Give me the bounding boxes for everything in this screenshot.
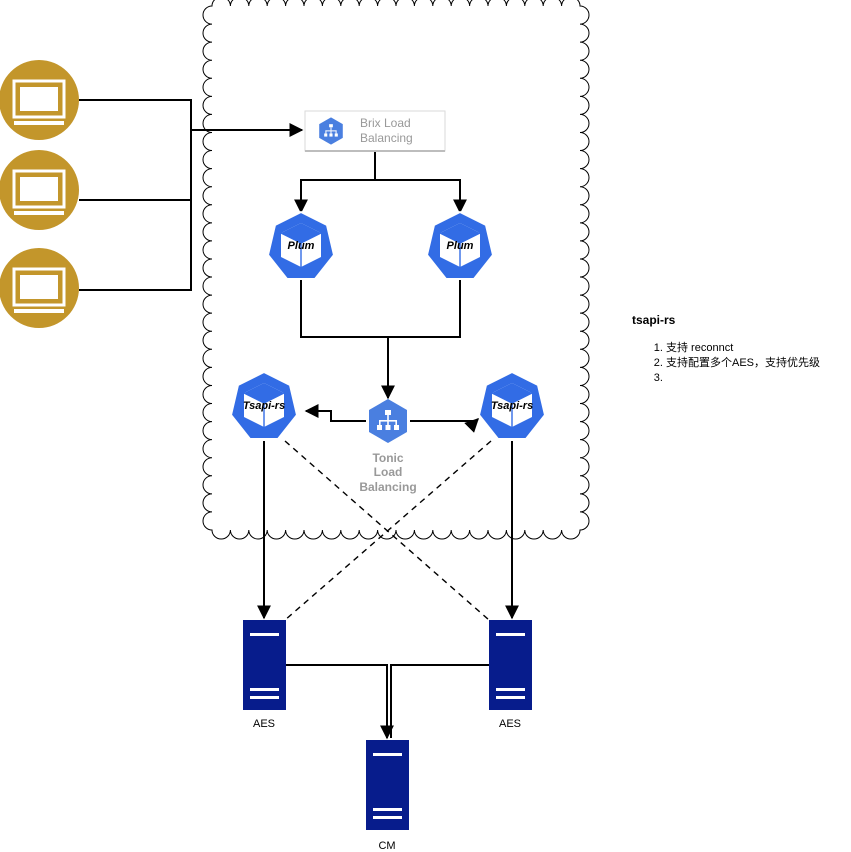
brix-label-line1: Brix Load xyxy=(360,116,411,130)
tonic-label-line2: Load xyxy=(374,465,403,479)
terminal-3-connector xyxy=(79,130,192,291)
server-icon xyxy=(489,620,532,710)
tonic-to-tsapi-right xyxy=(410,418,479,433)
plum-left-pod[interactable]: Plum xyxy=(267,211,335,280)
aes-left-label: AES xyxy=(253,718,275,730)
tonic-label-line1: Tonic xyxy=(372,451,403,465)
brix-to-plum-right xyxy=(375,179,467,214)
monitor-icon[interactable] xyxy=(0,246,81,330)
tonic-load-balancer[interactable]: Tonic Load Balancing xyxy=(359,399,417,494)
monitor-icon[interactable] xyxy=(0,148,81,232)
tonic-label-line3: Balancing xyxy=(359,480,416,494)
aes-right-label: AES xyxy=(499,718,521,730)
aes-right-server[interactable]: AES xyxy=(489,620,532,730)
connectors xyxy=(79,99,519,740)
tsapi-right-label: Tsapi-rs xyxy=(491,400,533,412)
tsapi-right-to-aes-left-dashed xyxy=(284,440,492,621)
aes-right-to-cm xyxy=(390,664,489,738)
brix-load-balancer[interactable]: Brix Load Balancing xyxy=(304,110,446,152)
aes-left-to-cm xyxy=(285,664,394,740)
server-icon xyxy=(366,740,409,830)
plum-right-pod[interactable]: Plum xyxy=(426,211,494,280)
terminal-1-connector xyxy=(79,99,192,130)
brix-label-line2: Balancing xyxy=(360,131,413,145)
server-icon xyxy=(243,620,286,710)
plum-left-label: Plum xyxy=(288,240,315,252)
notes-item: 支持 reconnct xyxy=(666,341,847,356)
cm-server[interactable]: CM xyxy=(366,740,409,852)
tsapi-notes: tsapi-rs 支持 reconnct 支持配置多个AES，支持优先级 xyxy=(632,313,847,386)
brix-to-plum-left xyxy=(294,151,376,214)
dashed-connectors xyxy=(284,440,492,621)
terminal-2-connector xyxy=(79,130,192,201)
tsapi-left-pod[interactable]: Tsapi-rs xyxy=(230,371,298,440)
notes-item: 支持配置多个AES，支持优先级 xyxy=(666,356,847,371)
tsapi-right-pod[interactable]: Tsapi-rs xyxy=(478,371,546,440)
tonic-to-tsapi-left xyxy=(304,404,366,422)
aes-left-server[interactable]: AES xyxy=(243,620,286,730)
notes-list: 支持 reconnct 支持配置多个AES，支持优先级 xyxy=(632,341,847,386)
notes-item xyxy=(666,371,847,386)
notes-title: tsapi-rs xyxy=(632,313,676,327)
plum-right-label: Plum xyxy=(447,240,474,252)
tsapi-left-label: Tsapi-rs xyxy=(243,400,285,412)
plum-right-to-tonic xyxy=(388,280,461,338)
cm-label: CM xyxy=(378,840,395,852)
plum-left-to-tonic xyxy=(300,280,388,338)
monitor-icon[interactable] xyxy=(0,58,81,142)
